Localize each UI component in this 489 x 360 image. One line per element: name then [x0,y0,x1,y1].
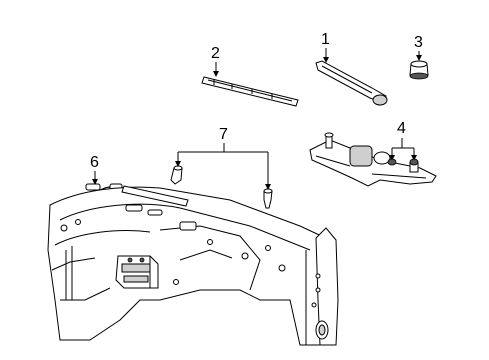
washer-nozzles-part [170,165,273,209]
wiper-arm-part [315,60,388,106]
wiper-blade-part [201,76,299,107]
wiper-linkage-part [309,132,437,187]
callout-2: 2 [211,45,220,62]
callout-6: 6 [90,154,99,171]
body-pillar [305,227,339,346]
callout-3: 3 [414,34,423,51]
washer-pump-part [115,255,159,289]
cowl-panel [47,185,333,346]
leader-lines [92,48,422,275]
callout-7: 7 [219,126,228,143]
pivot-cap-part [409,60,429,80]
callout-4: 4 [397,120,406,137]
callout-1: 1 [321,31,330,48]
